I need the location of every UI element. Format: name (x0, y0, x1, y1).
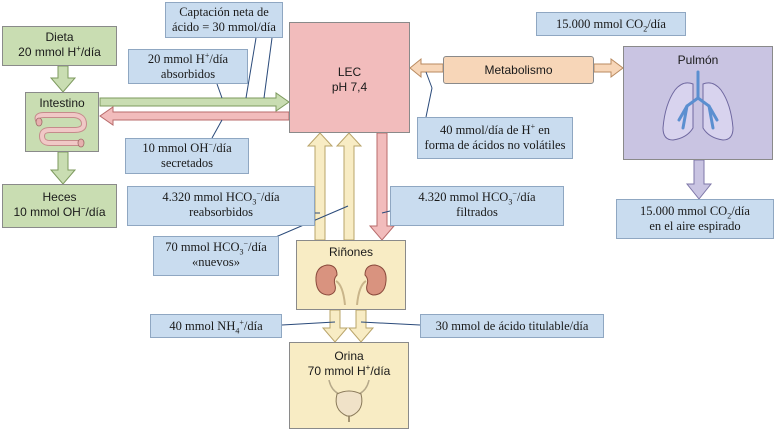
dieta-title: Dieta (45, 30, 74, 44)
arrow-rinones-lec-right (335, 132, 363, 241)
node-rinones: Riñones (296, 240, 406, 310)
heces-amount: 10 mmol OH−/día (13, 204, 106, 220)
label-nh4: 40 mmol NH4+/día (150, 314, 282, 338)
node-dieta: Dieta 20 mmol H+/día (2, 26, 117, 66)
intestine-icon (34, 112, 88, 148)
arrow-intestino-heces (49, 151, 77, 185)
arrow-metabolismo-pulmon (593, 58, 624, 78)
node-lec: LEC pH 7,4 (289, 22, 410, 133)
arrow-pulmon-aire (685, 159, 713, 200)
label-titulable: 30 mmol de ácido titulable/día (420, 314, 604, 338)
orina-amount: 70 mmol H+/día (307, 363, 391, 379)
metabolismo-title: Metabolismo (484, 63, 553, 77)
label-filtrados: 4.320 mmol HCO3−/día filtrados (390, 186, 564, 226)
arrow-lec-intestino (99, 106, 290, 126)
label-captacion: Captación neta de ácido = 30 mmol/día (165, 2, 283, 38)
label-nuevos: 70 mmol HCO3−/día «nuevos» (153, 236, 279, 276)
label-reabsorbidos: 4.320 mmol HCO3−/día reabsorbidos (127, 186, 315, 226)
kidneys-icon (315, 264, 387, 305)
node-heces: Heces 10 mmol OH−/día (2, 184, 117, 228)
label-acidos: 40 mmol/día de H+ en forma de ácidos no … (417, 117, 573, 159)
arrow-rinones-orina-right (347, 309, 375, 343)
node-pulmon: Pulmón (623, 46, 773, 160)
pulmon-title: Pulmón (677, 53, 719, 67)
node-metabolismo: Metabolismo (443, 56, 594, 84)
heces-title: Heces (42, 190, 77, 204)
lec-title: LEC (337, 65, 362, 79)
node-intestino: Intestino (25, 92, 99, 152)
dieta-amount: 20 mmol H+/día (18, 44, 101, 60)
arrow-lec-rinones (368, 132, 396, 241)
orina-title: Orina (334, 349, 364, 363)
intestino-title: Intestino (39, 96, 85, 110)
arrow-intestino-lec (99, 92, 290, 112)
node-orina: Orina 70 mmol H+/día (289, 342, 409, 429)
bladder-icon (328, 380, 370, 422)
label-co2-aire: 15.000 mmol CO2/día en el aire espirado (616, 199, 774, 239)
rinones-title: Riñones (328, 245, 374, 259)
lec-ph: pH 7,4 (331, 80, 368, 94)
label-secretados: 10 mmol OH−/día secretados (125, 138, 249, 174)
lungs-icon (662, 70, 734, 141)
arrow-rinones-orina-left (321, 309, 349, 343)
arrow-rinones-lec-left (306, 132, 334, 241)
arrow-dieta-intestino (49, 65, 77, 93)
label-co2-top: 15.000 mmol CO2/día (536, 12, 686, 36)
label-absorbidos: 20 mmol H+/día absorbidos (128, 49, 248, 84)
